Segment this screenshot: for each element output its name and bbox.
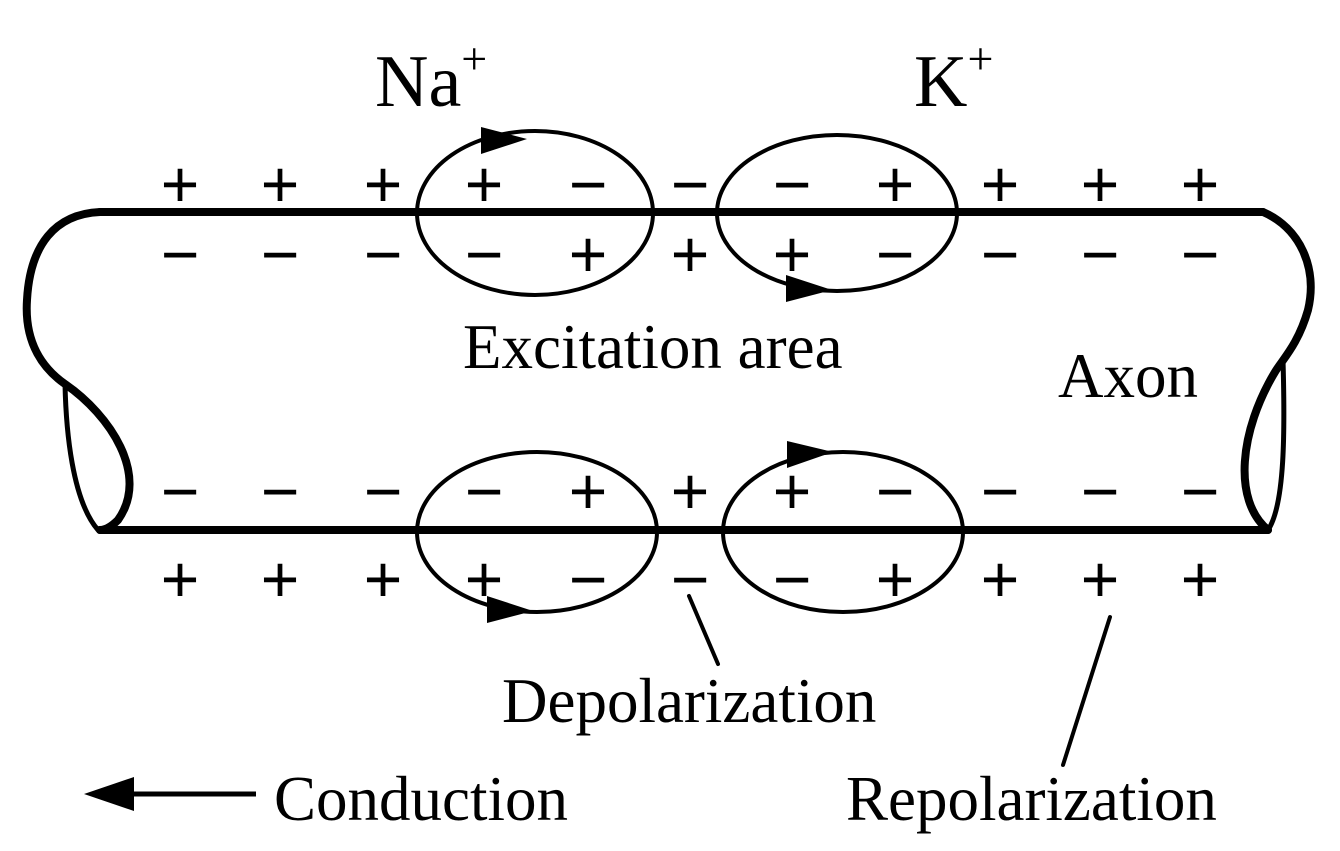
sodium-ion-label: Na+ xyxy=(375,33,487,123)
positive-charge-bottom-inside: + xyxy=(773,454,812,528)
negative-charge-bottom-outside: − xyxy=(671,542,710,616)
negative-charge-top-outside: − xyxy=(569,147,608,221)
arrowhead-icon xyxy=(487,596,533,623)
positive-charge-top-inside: + xyxy=(569,217,608,291)
positive-charge-bottom-outside: + xyxy=(1081,542,1120,616)
positive-charge-bottom-outside: + xyxy=(261,542,300,616)
negative-charge-top-inside: − xyxy=(1081,217,1120,291)
negative-charge-bottom-inside: − xyxy=(876,454,915,528)
arrowhead-icon xyxy=(786,275,832,302)
positive-charge-bottom-outside: + xyxy=(1181,542,1220,616)
axon-label: Axon xyxy=(1058,341,1198,411)
positive-charge-top-outside: + xyxy=(161,147,200,221)
negative-charge-bottom-inside: − xyxy=(364,454,403,528)
positive-charge-top-inside: + xyxy=(671,217,710,291)
negative-charge-top-inside: − xyxy=(1181,217,1220,291)
potassium-label: K xyxy=(914,41,967,123)
negative-charge-bottom-inside: − xyxy=(261,454,300,528)
pointer-lines xyxy=(687,594,1112,767)
current-loop-top-left xyxy=(415,129,655,297)
potassium-superscript: + xyxy=(967,33,993,84)
positive-charge-bottom-outside: + xyxy=(876,542,915,616)
negative-charge-top-inside: − xyxy=(981,217,1020,291)
positive-charge-bottom-outside: + xyxy=(465,542,504,616)
sodium-superscript: + xyxy=(461,33,487,84)
positive-charge-top-inside: + xyxy=(773,217,812,291)
negative-charge-top-inside: − xyxy=(465,217,504,291)
positive-charge-top-outside: + xyxy=(1181,147,1220,221)
depolarization-pointer xyxy=(687,594,720,666)
negative-charge-top-inside: − xyxy=(364,217,403,291)
conduction-arrow-icon xyxy=(84,777,134,811)
positive-charge-top-outside: + xyxy=(364,147,403,221)
conduction-label: Conduction xyxy=(274,764,568,834)
axon-left-flap xyxy=(62,381,101,533)
current-loop-bottom-left xyxy=(415,450,659,614)
axon-outline xyxy=(22,208,1315,534)
positive-charge-top-outside: + xyxy=(261,147,300,221)
negative-charge-bottom-inside: − xyxy=(465,454,504,528)
sodium-label: Na xyxy=(375,41,461,123)
positive-charge-top-outside: + xyxy=(876,147,915,221)
negative-charge-top-inside: − xyxy=(876,217,915,291)
arrowhead-icon xyxy=(787,441,833,468)
charge-signs: ++++−−−++++−−−−+++−−−−−−−−+++−−−−++++−−−… xyxy=(161,147,1220,616)
negative-charge-bottom-inside: − xyxy=(981,454,1020,528)
loop-arrowheads xyxy=(481,127,833,623)
negative-charge-bottom-inside: − xyxy=(161,454,200,528)
positive-charge-bottom-outside: + xyxy=(981,542,1020,616)
positive-charge-bottom-inside: + xyxy=(671,454,710,528)
positive-charge-bottom-outside: + xyxy=(364,542,403,616)
negative-charge-top-inside: − xyxy=(261,217,300,291)
potassium-ion-label: K+ xyxy=(914,33,993,123)
current-loops xyxy=(415,129,965,614)
current-loop-top-right xyxy=(715,133,959,293)
negative-charge-top-outside: − xyxy=(773,147,812,221)
negative-charge-bottom-outside: − xyxy=(569,542,608,616)
current-loop-bottom-right xyxy=(721,450,965,614)
repolarization-pointer xyxy=(1061,615,1112,767)
excitation-area-label: Excitation area xyxy=(463,312,843,382)
positive-charge-top-outside: + xyxy=(465,147,504,221)
conduction-arrow xyxy=(84,777,256,811)
arrowhead-icon xyxy=(481,127,527,154)
repolarization-label: Repolarization xyxy=(846,764,1217,834)
depolarization-label: Depolarization xyxy=(502,666,876,736)
axon-right-end xyxy=(1240,208,1315,534)
negative-charge-top-outside: − xyxy=(671,147,710,221)
negative-charge-bottom-outside: − xyxy=(773,542,812,616)
negative-charge-top-inside: − xyxy=(161,217,200,291)
positive-charge-bottom-outside: + xyxy=(161,542,200,616)
negative-charge-bottom-inside: − xyxy=(1181,454,1220,528)
negative-charge-bottom-inside: − xyxy=(1081,454,1120,528)
positive-charge-top-outside: + xyxy=(1081,147,1120,221)
positive-charge-bottom-inside: + xyxy=(569,454,608,528)
axon-right-flap xyxy=(1265,357,1287,533)
positive-charge-top-outside: + xyxy=(981,147,1020,221)
